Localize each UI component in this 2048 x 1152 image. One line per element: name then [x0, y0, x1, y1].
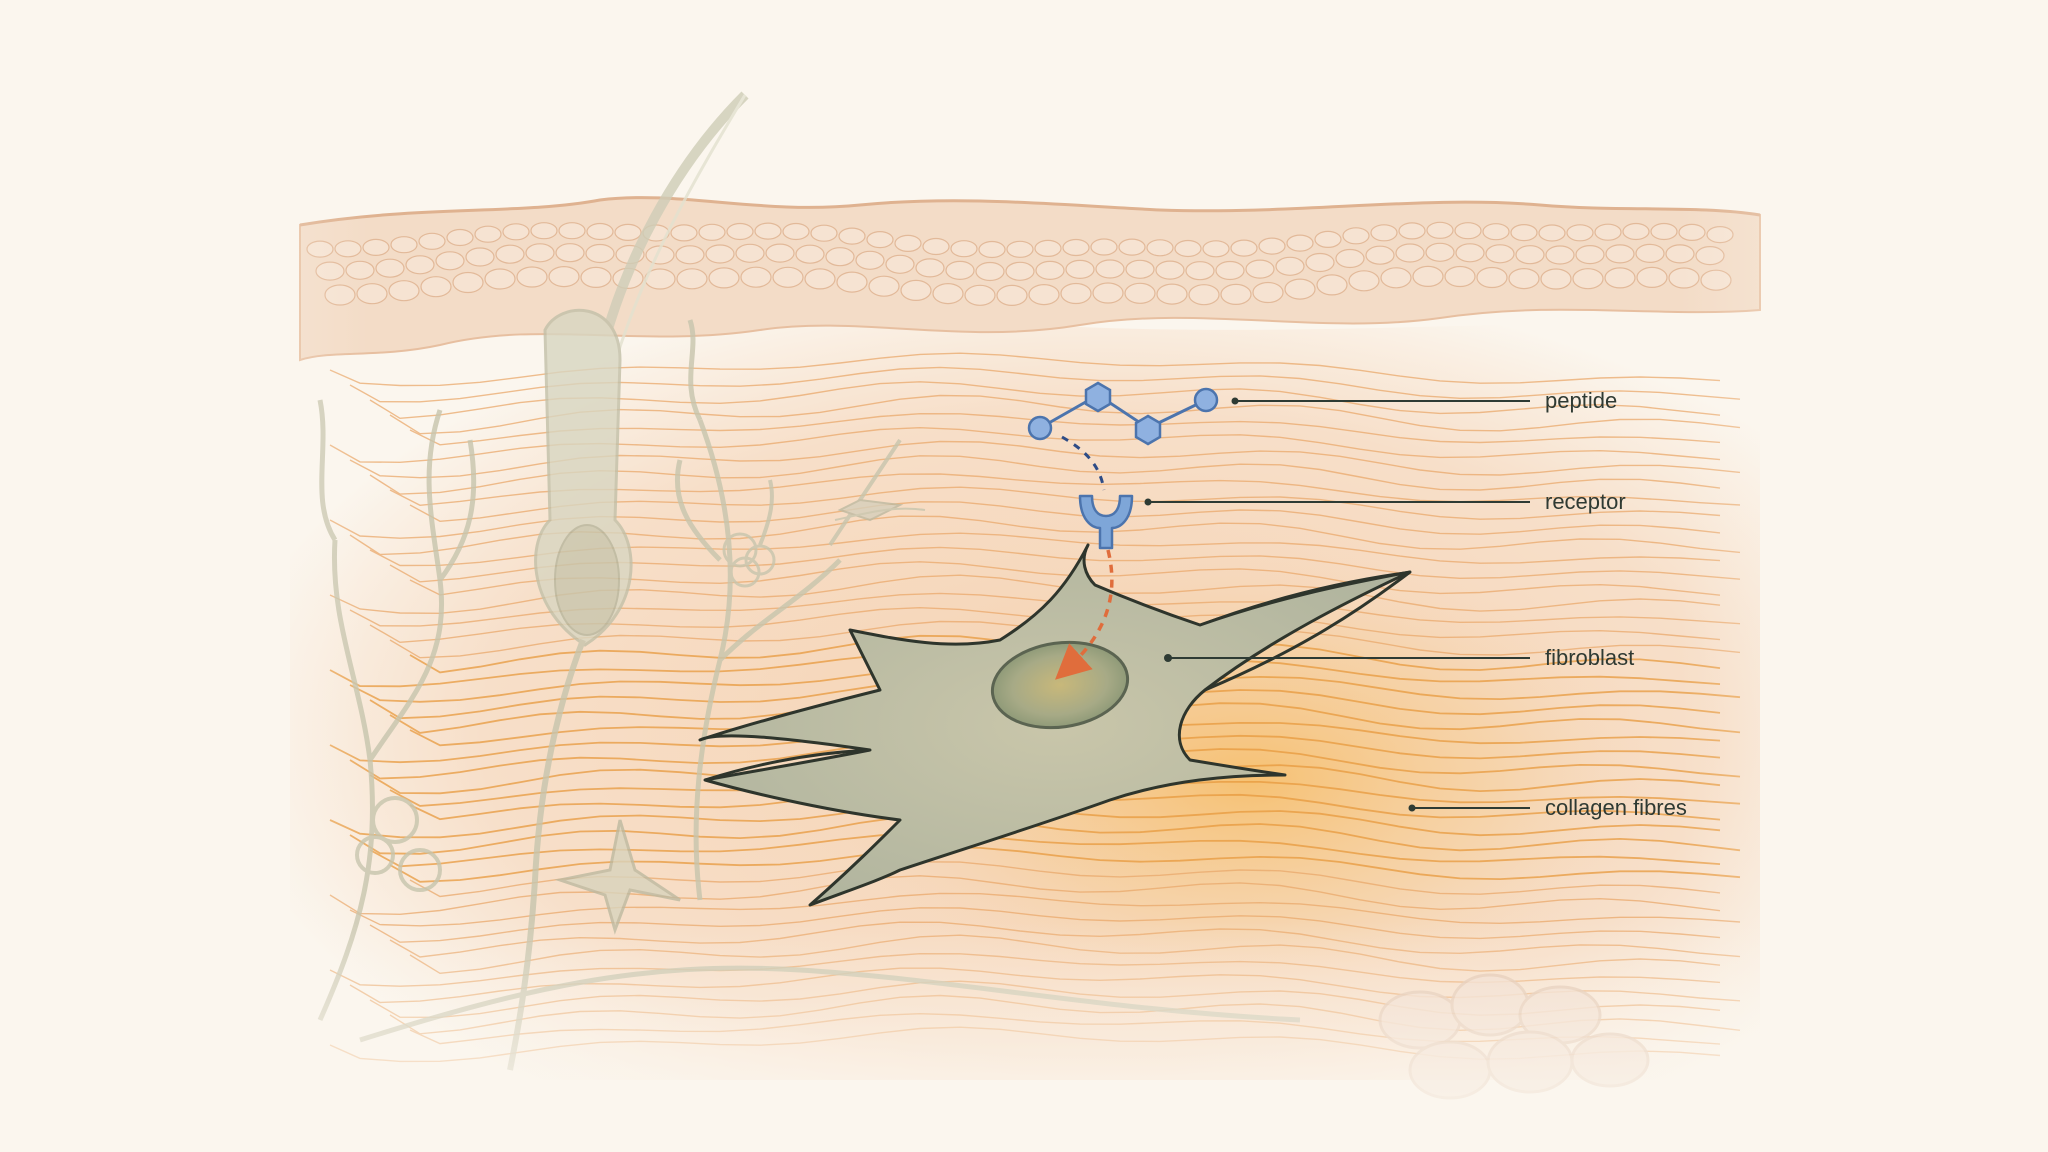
signal-arrow-icon [1055, 549, 1114, 680]
peptide-molecule-icon [1027, 381, 1219, 446]
fibroblast-cell [698, 543, 1412, 907]
fibroblast-label: fibroblast [1545, 645, 1634, 670]
collagen-fibres-label: collagen fibres [1545, 795, 1687, 820]
peptide-label: peptide [1545, 388, 1617, 413]
receptor-icon [1078, 494, 1134, 550]
nucleus [990, 640, 1130, 730]
leader-lines [1144, 397, 1530, 812]
receptor-label: receptor [1545, 489, 1626, 514]
